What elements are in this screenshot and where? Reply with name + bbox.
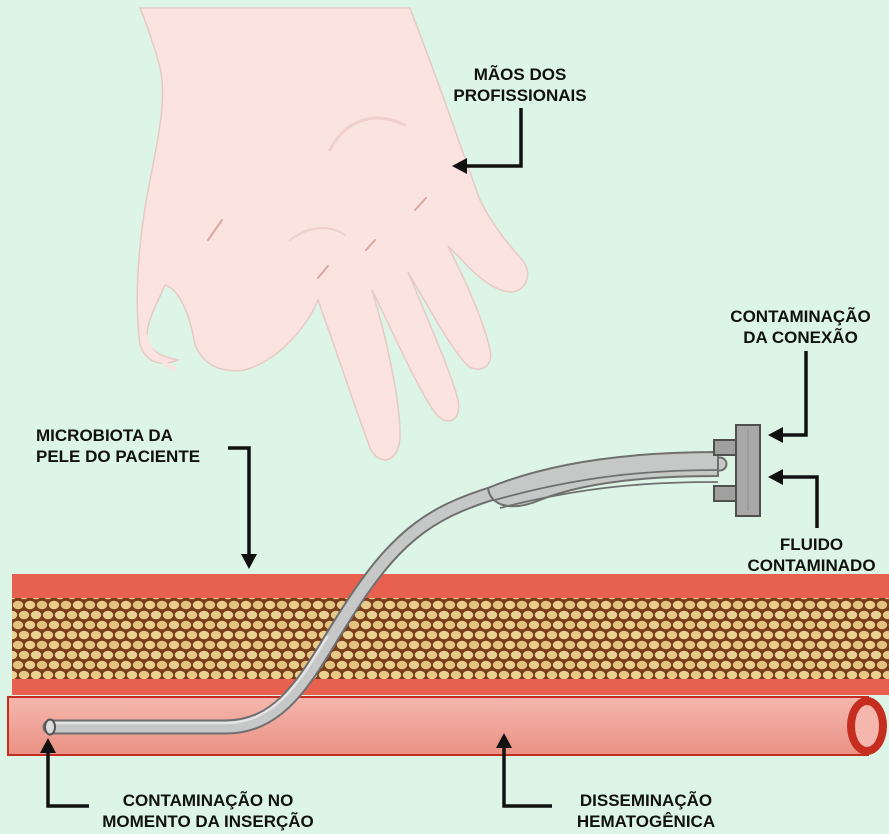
label-insertion: CONTAMINAÇÃO NO MOMENTO DA INSERÇÃO <box>88 790 328 832</box>
label-fluid: FLUIDO CONTAMINADO <box>734 534 889 576</box>
label-connection-line1: CONTAMINAÇÃO <box>712 306 889 327</box>
label-insertion-line2: MOMENTO DA INSERÇÃO <box>88 811 328 832</box>
label-skin-flora: MICROBIOTA DA PELE DO PACIENTE <box>36 425 226 467</box>
fat-tissue-layer <box>12 598 889 679</box>
label-connection-line2: DA CONEXÃO <box>712 327 889 348</box>
label-hands: MÃOS DOS PROFISSIONAIS <box>440 64 600 106</box>
label-connection: CONTAMINAÇÃO DA CONEXÃO <box>712 306 889 348</box>
label-hands-line2: PROFISSIONAIS <box>440 85 600 106</box>
label-skin-flora-line1: MICROBIOTA DA <box>36 425 226 446</box>
label-skin-flora-line2: PELE DO PACIENTE <box>36 446 226 467</box>
label-fluid-line2: CONTAMINADO <box>734 555 889 576</box>
label-hematogenous-line2: HEMATOGÊNICA <box>556 811 736 832</box>
label-hematogenous: DISSEMINAÇÃO HEMATOGÊNICA <box>556 790 736 832</box>
label-insertion-line1: CONTAMINAÇÃO NO <box>88 790 328 811</box>
skin-top-layer <box>12 574 889 598</box>
label-fluid-line1: FLUIDO <box>734 534 889 555</box>
label-hematogenous-line1: DISSEMINAÇÃO <box>556 790 736 811</box>
label-hands-line1: MÃOS DOS <box>440 64 600 85</box>
skin-bottom-layer <box>12 679 889 695</box>
